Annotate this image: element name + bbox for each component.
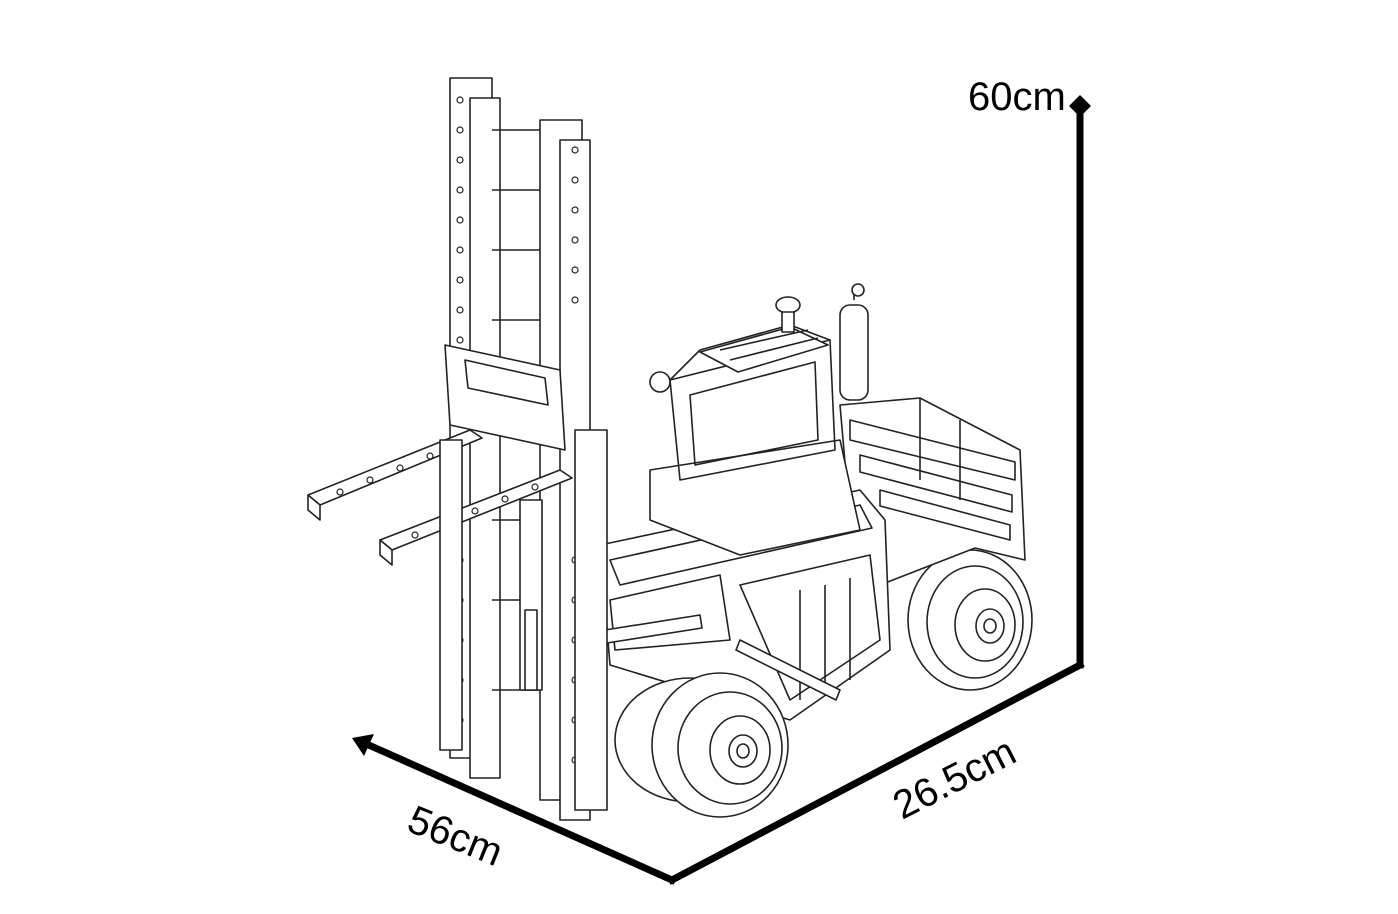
front-wheel [614,672,789,818]
dimension-lines [357,104,1085,885]
diamond-arrowhead-icon [1069,95,1091,117]
height-label: 60cm [968,75,1066,119]
rear-wheel [907,549,1033,691]
width-dimension-line [357,737,677,885]
mast [449,77,591,821]
mast-front-upright [439,429,608,811]
carriage [444,344,566,691]
length-dimension-line [667,660,1085,885]
cab [649,324,861,556]
rear-body [839,397,1026,586]
exhaust [649,283,869,401]
forklift-drawing [307,77,1033,821]
hydraulic-cylinders [604,614,841,701]
length-label: 26.5cm [886,729,1023,828]
arrowhead-icon [352,734,374,756]
forks [307,429,573,566]
width-label: 56cm [402,798,509,875]
